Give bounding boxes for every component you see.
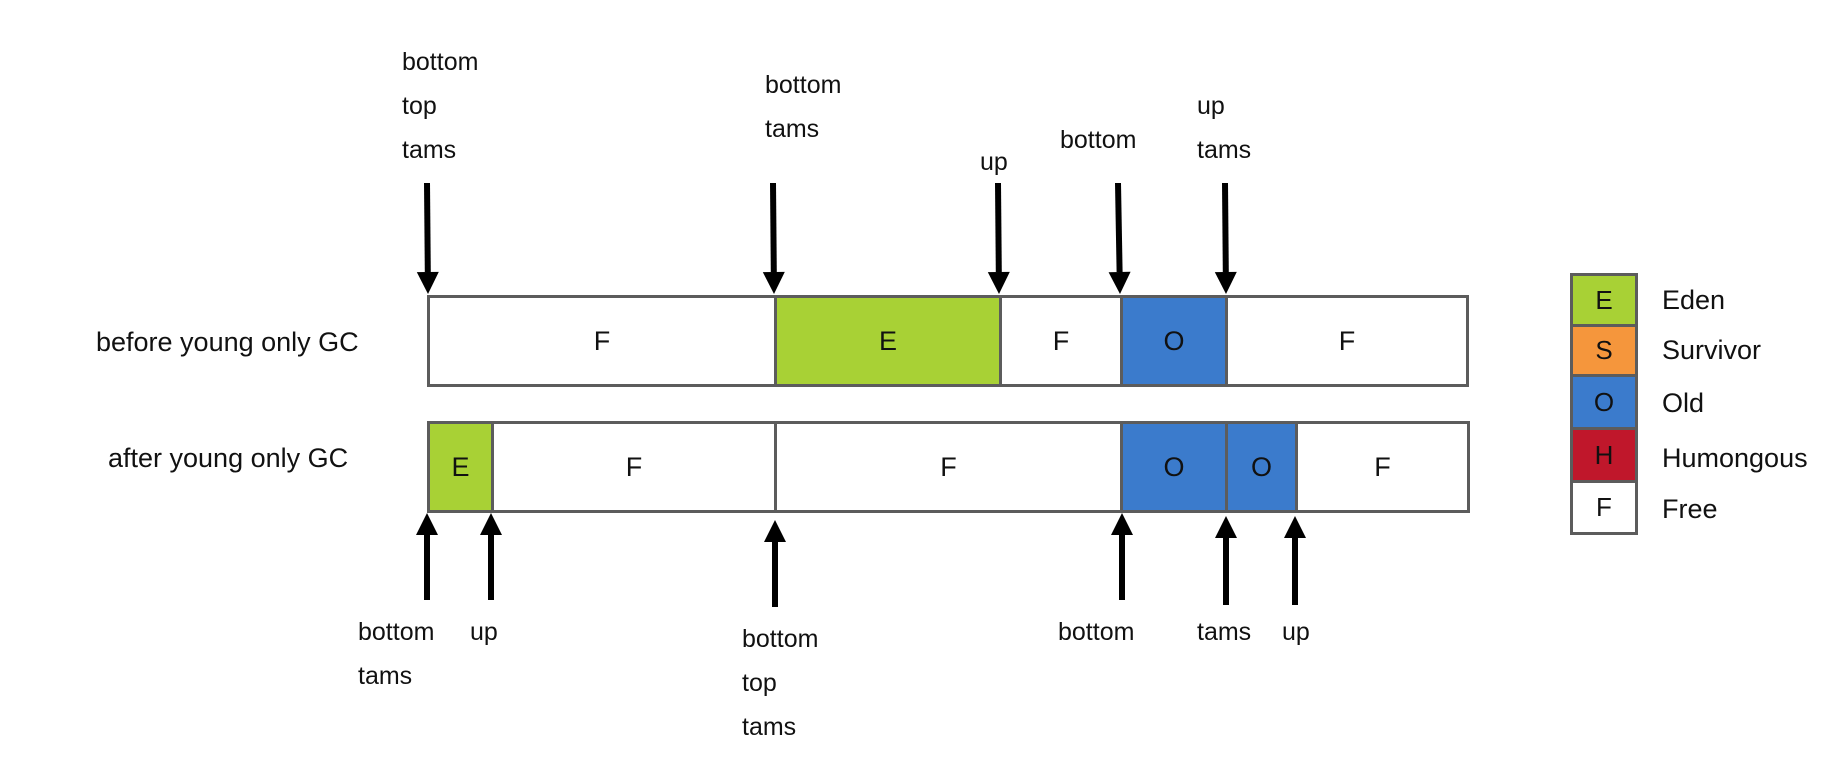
region-letter: F: [625, 451, 643, 482]
top-arrow-1: [416, 182, 439, 294]
bottom-pointer-label-4: bottom: [1058, 610, 1134, 654]
pointer-text: up: [1197, 92, 1225, 120]
pointer-text: tams: [402, 136, 457, 164]
arrow-head: [1108, 271, 1131, 294]
pointer-text: tams: [358, 662, 413, 690]
pointer-text: top: [742, 669, 777, 697]
top-pointer-label-3: up: [980, 140, 1008, 184]
pointer-text: bottom: [765, 71, 842, 99]
region-before-4: O: [1120, 295, 1228, 387]
bottom-pointer-label-6: up: [1282, 610, 1310, 654]
arrow-shaft: [995, 182, 1002, 273]
pointer-text: bottom: [1058, 618, 1135, 646]
top-arrow-4: [1108, 182, 1131, 294]
arrow-head: [762, 271, 785, 294]
row-label-after: after young only GC: [108, 443, 349, 473]
legend-letter: F: [1596, 492, 1612, 522]
arrow-head: [480, 513, 502, 535]
pointer-text: tams: [1197, 136, 1252, 164]
region-letter: E: [451, 451, 470, 482]
top-pointer-label-4: bottom: [1060, 118, 1136, 162]
arrow-head: [764, 520, 786, 542]
legend-label-free: Free: [1662, 494, 1718, 524]
pointer-text: bottom: [742, 625, 819, 653]
legend-label-eden: Eden: [1662, 285, 1726, 315]
bottom-arrow-1: [416, 513, 438, 600]
region-before-1: F: [427, 295, 777, 387]
region-letter: F: [1338, 325, 1356, 356]
legend-letter: O: [1593, 386, 1615, 417]
top-pointer-label-5: up tams: [1197, 84, 1251, 172]
pointer-text: up: [980, 148, 1008, 176]
region-after-5: O: [1225, 421, 1298, 513]
region-after-2: F: [491, 421, 777, 513]
bottom-pointer-label-1: bottom tams: [358, 610, 434, 698]
bottom-pointer-label-5: tams: [1197, 610, 1251, 654]
arrow-head: [1111, 513, 1133, 535]
arrow-shaft: [1115, 182, 1123, 273]
bottom-arrow-5: [1215, 516, 1237, 605]
legend-swatch-eden: E: [1570, 273, 1638, 327]
pointer-text: bottom: [358, 618, 435, 646]
region-after-3: F: [774, 421, 1123, 513]
top-arrow-2: [762, 182, 785, 294]
pointer-text: tams: [742, 713, 797, 741]
region-letter: O: [1163, 325, 1185, 356]
arrow-shaft: [770, 182, 777, 273]
region-before-3: F: [999, 295, 1123, 387]
pointer-text: top: [402, 92, 437, 120]
arrow-head: [987, 271, 1010, 294]
pointer-text: tams: [765, 115, 820, 143]
legend-swatch-humongous: H: [1570, 427, 1638, 483]
region-letter: F: [1374, 451, 1391, 482]
top-pointer-label-1: bottom top tams: [402, 40, 478, 172]
bottom-pointer-label-2: up: [470, 610, 498, 654]
legend-swatch-free: F: [1570, 480, 1638, 535]
arrow-shaft: [424, 182, 431, 273]
top-arrow-3: [987, 182, 1010, 294]
top-pointer-label-2: bottom tams: [765, 63, 841, 151]
bottom-arrow-2: [480, 513, 502, 600]
pointer-text: up: [1282, 618, 1310, 646]
region-after-4: O: [1120, 421, 1228, 513]
legend-swatch-survivor: S: [1570, 324, 1638, 377]
region-letter: F: [940, 451, 957, 482]
legend-label-humongous: Humongous: [1662, 443, 1808, 473]
legend-letter: S: [1595, 335, 1613, 365]
legend-label-old: Old: [1662, 388, 1705, 418]
bottom-arrow-3: [764, 520, 786, 607]
pointer-text: up: [470, 618, 498, 646]
region-letter: E: [878, 325, 897, 356]
legend-letter: E: [1595, 284, 1613, 315]
region-after-6: F: [1295, 421, 1470, 513]
pointer-text: bottom: [402, 48, 479, 76]
region-before-2: E: [774, 295, 1002, 387]
region-letter: F: [593, 325, 611, 356]
row-label-before: before young only GC: [96, 327, 359, 357]
arrow-shaft: [1222, 182, 1229, 273]
bottom-pointer-label-3: bottom top tams: [742, 617, 818, 749]
region-letter: O: [1250, 451, 1272, 482]
region-letter: F: [1052, 325, 1070, 356]
arrow-head: [1214, 271, 1237, 294]
bottom-arrow-4: [1111, 513, 1133, 600]
pointer-text: tams: [1197, 618, 1252, 646]
region-before-5: F: [1225, 295, 1469, 387]
arrow-head: [416, 271, 439, 294]
legend-label-survivor: Survivor: [1662, 335, 1762, 365]
region-after-1: E: [427, 421, 494, 513]
arrow-head: [1284, 516, 1306, 538]
arrow-head: [1215, 516, 1237, 538]
bottom-arrow-6: [1284, 516, 1306, 605]
legend-swatch-old: O: [1570, 374, 1638, 430]
top-arrow-5: [1214, 182, 1237, 294]
legend-letter: H: [1594, 439, 1614, 470]
region-letter: O: [1163, 451, 1185, 482]
arrow-head: [416, 513, 438, 535]
pointer-text: bottom: [1060, 126, 1137, 154]
